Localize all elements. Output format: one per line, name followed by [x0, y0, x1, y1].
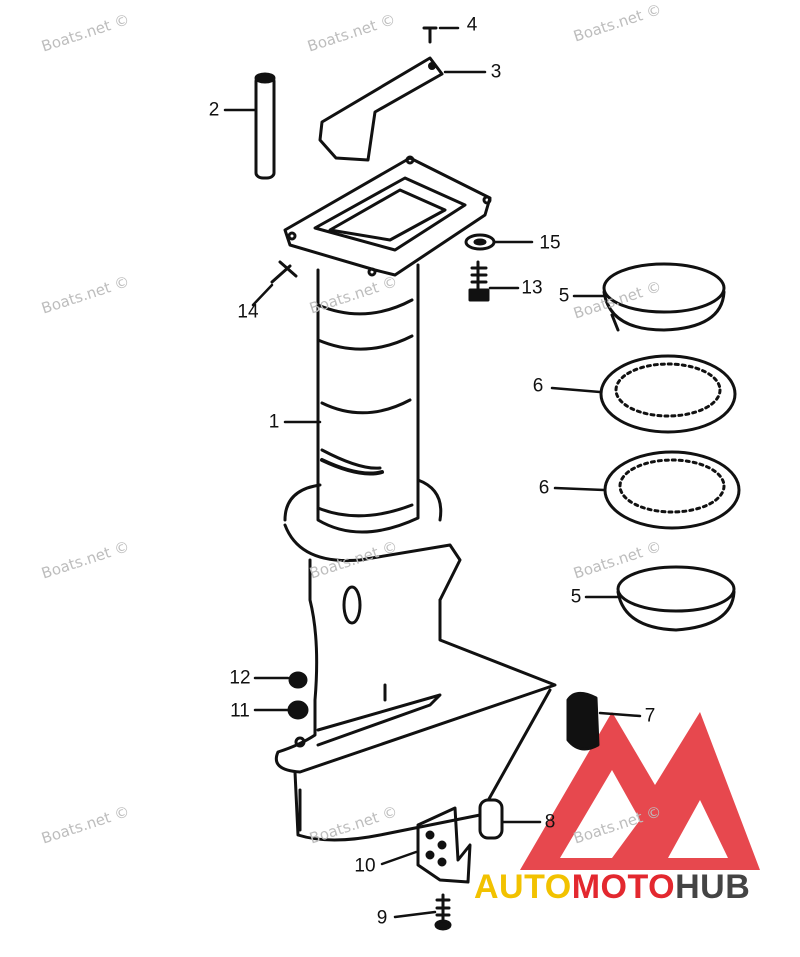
callout-2: 2	[208, 99, 220, 121]
callout-13: 13	[521, 277, 543, 299]
callout-14: 14	[237, 301, 259, 323]
callout-15: 15	[539, 232, 561, 254]
parts	[254, 26, 741, 931]
automotohub-logo-text: AUTOMOTOHUB	[474, 868, 751, 906]
callout-5: 5	[570, 586, 582, 608]
callout-12: 12	[229, 667, 251, 689]
callout-4: 4	[466, 14, 478, 36]
callout-6: 6	[538, 477, 550, 499]
callout-5: 5	[558, 285, 570, 307]
callout-10: 10	[354, 855, 376, 877]
callout-8: 8	[544, 811, 556, 833]
callout-3: 3	[490, 61, 502, 83]
callout-1: 1	[268, 411, 280, 433]
callout-11: 11	[230, 700, 250, 722]
callout-9: 9	[376, 907, 388, 929]
automotohub-logo-mark	[520, 712, 760, 870]
drive-shaft-housing	[274, 155, 557, 842]
callout-7: 7	[644, 705, 656, 727]
callout-6: 6	[532, 375, 544, 397]
leader-lines	[223, 26, 642, 919]
